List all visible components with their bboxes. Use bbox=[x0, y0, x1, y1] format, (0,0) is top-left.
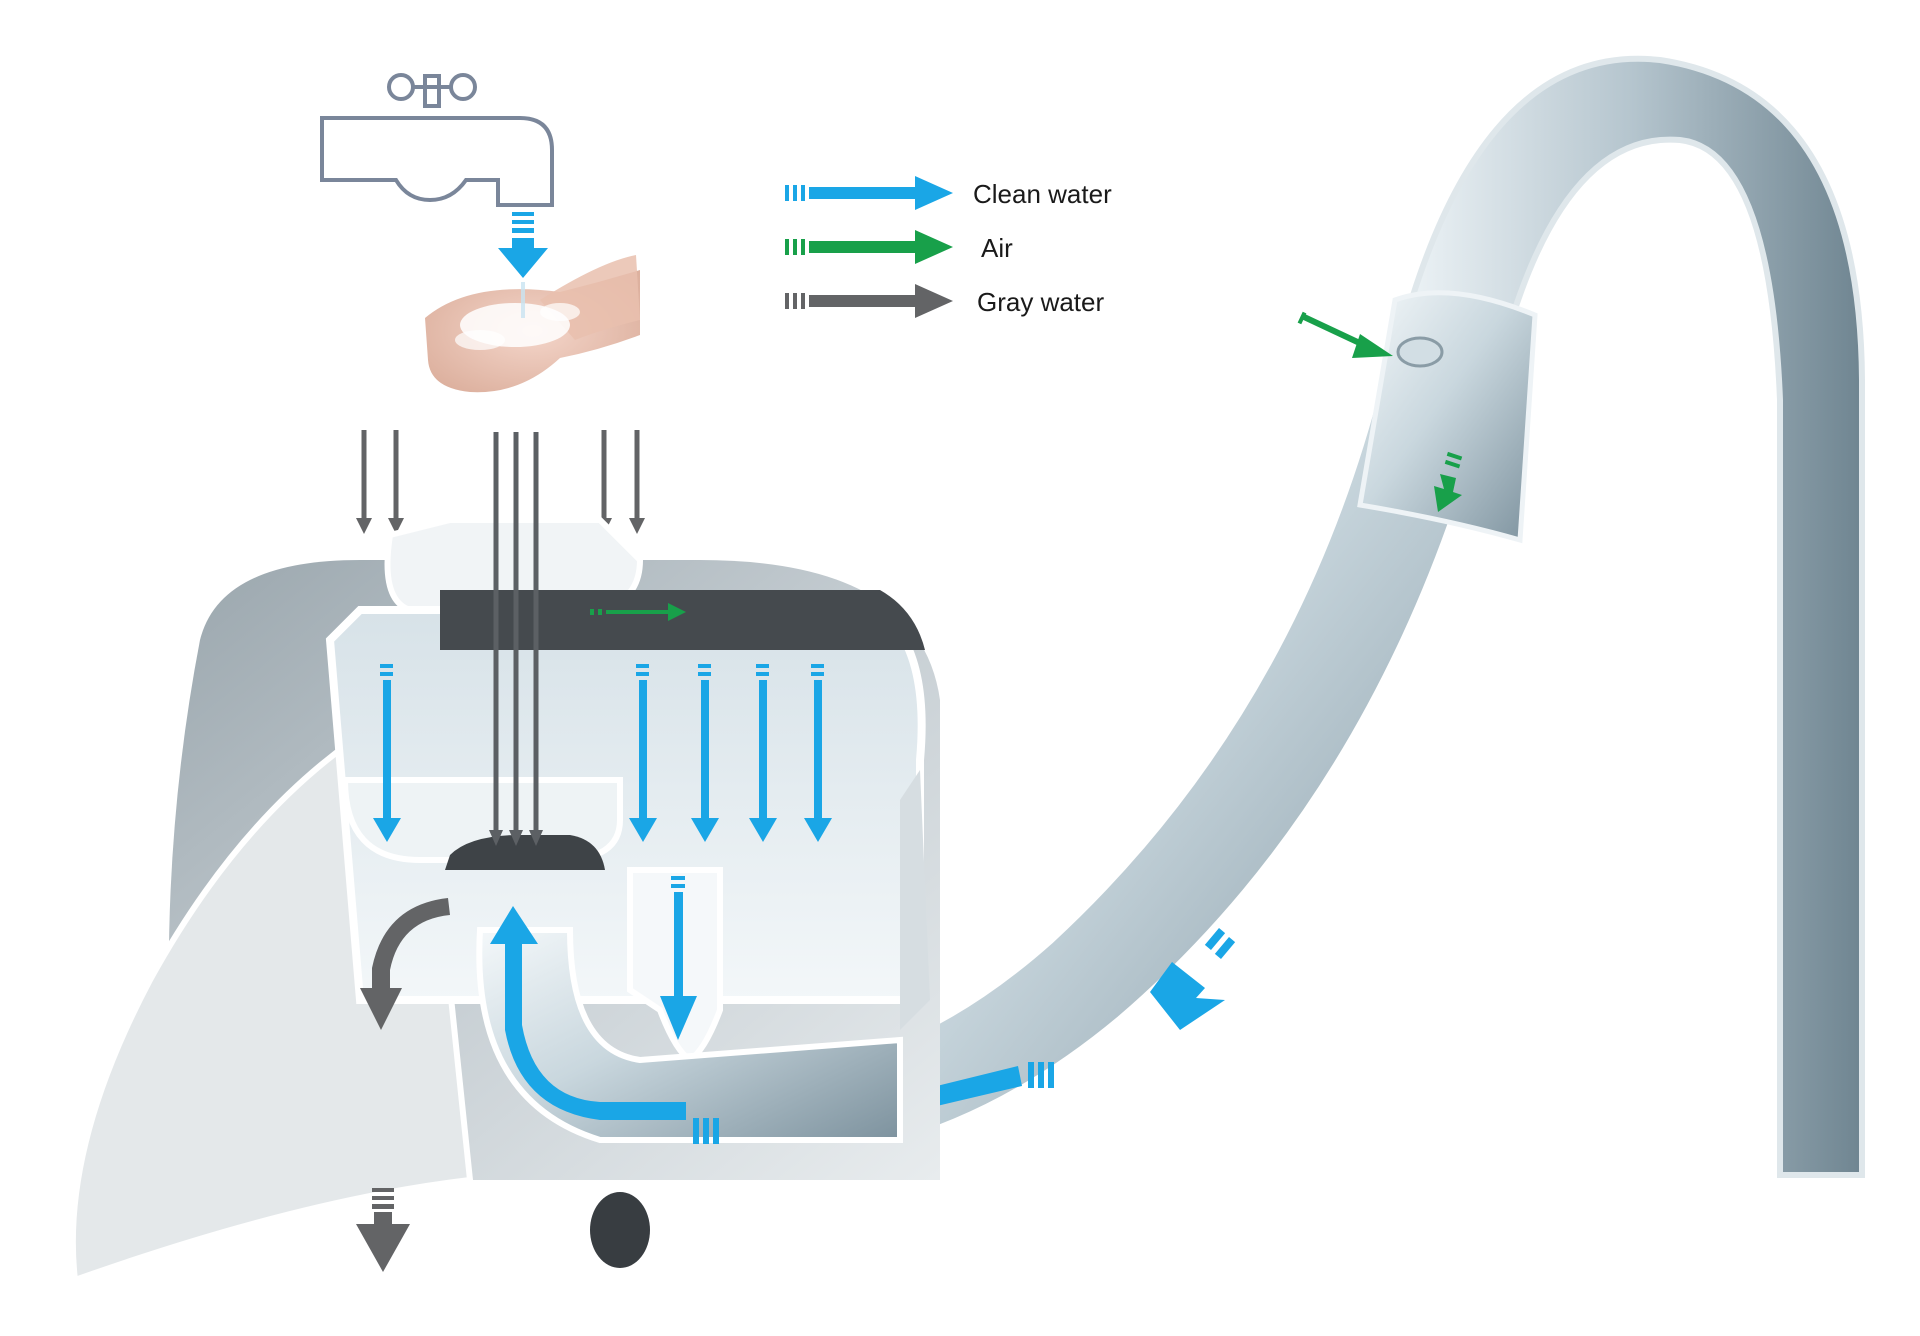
recycling-unit-cutaway bbox=[69, 517, 940, 1285]
air-arrow-icon bbox=[785, 230, 953, 264]
u-bend-clean-water-arrow-icon bbox=[490, 906, 719, 1144]
pipe-clean-water-arrow-1-icon bbox=[1150, 928, 1236, 1030]
gray-water-outflow-curved-arrow-icon bbox=[360, 898, 450, 1030]
gray-water-drop-lines bbox=[489, 432, 543, 846]
washing-hands-image bbox=[425, 255, 640, 393]
legend: Clean water Air Gray water bbox=[785, 160, 1205, 330]
clean-water-arrow-icon bbox=[785, 176, 953, 210]
gray-water-drain-arrow-icon bbox=[356, 1188, 410, 1272]
legend-item-clean-water: Clean water bbox=[785, 170, 1205, 218]
gray-water-arrow-icon bbox=[785, 284, 953, 318]
legend-item-gray-water: Gray water bbox=[785, 278, 1205, 326]
chamber-clean-water-arrows bbox=[373, 664, 832, 1040]
spout-air-down-arrow-icon bbox=[1434, 451, 1463, 512]
legend-label-gray-water: Gray water bbox=[977, 287, 1105, 317]
legend-item-air: Air bbox=[785, 224, 1205, 272]
legend-label-air: Air bbox=[981, 233, 1013, 263]
spout-air-inlet-arrow-icon bbox=[1297, 311, 1393, 358]
tap-water-arrow-icon bbox=[498, 212, 548, 278]
legend-label-clean-water: Clean water bbox=[973, 179, 1112, 209]
tap-icon bbox=[320, 73, 554, 207]
faucet-spout bbox=[866, 55, 1865, 1178]
chamber-air-arrow-icon bbox=[590, 603, 686, 621]
